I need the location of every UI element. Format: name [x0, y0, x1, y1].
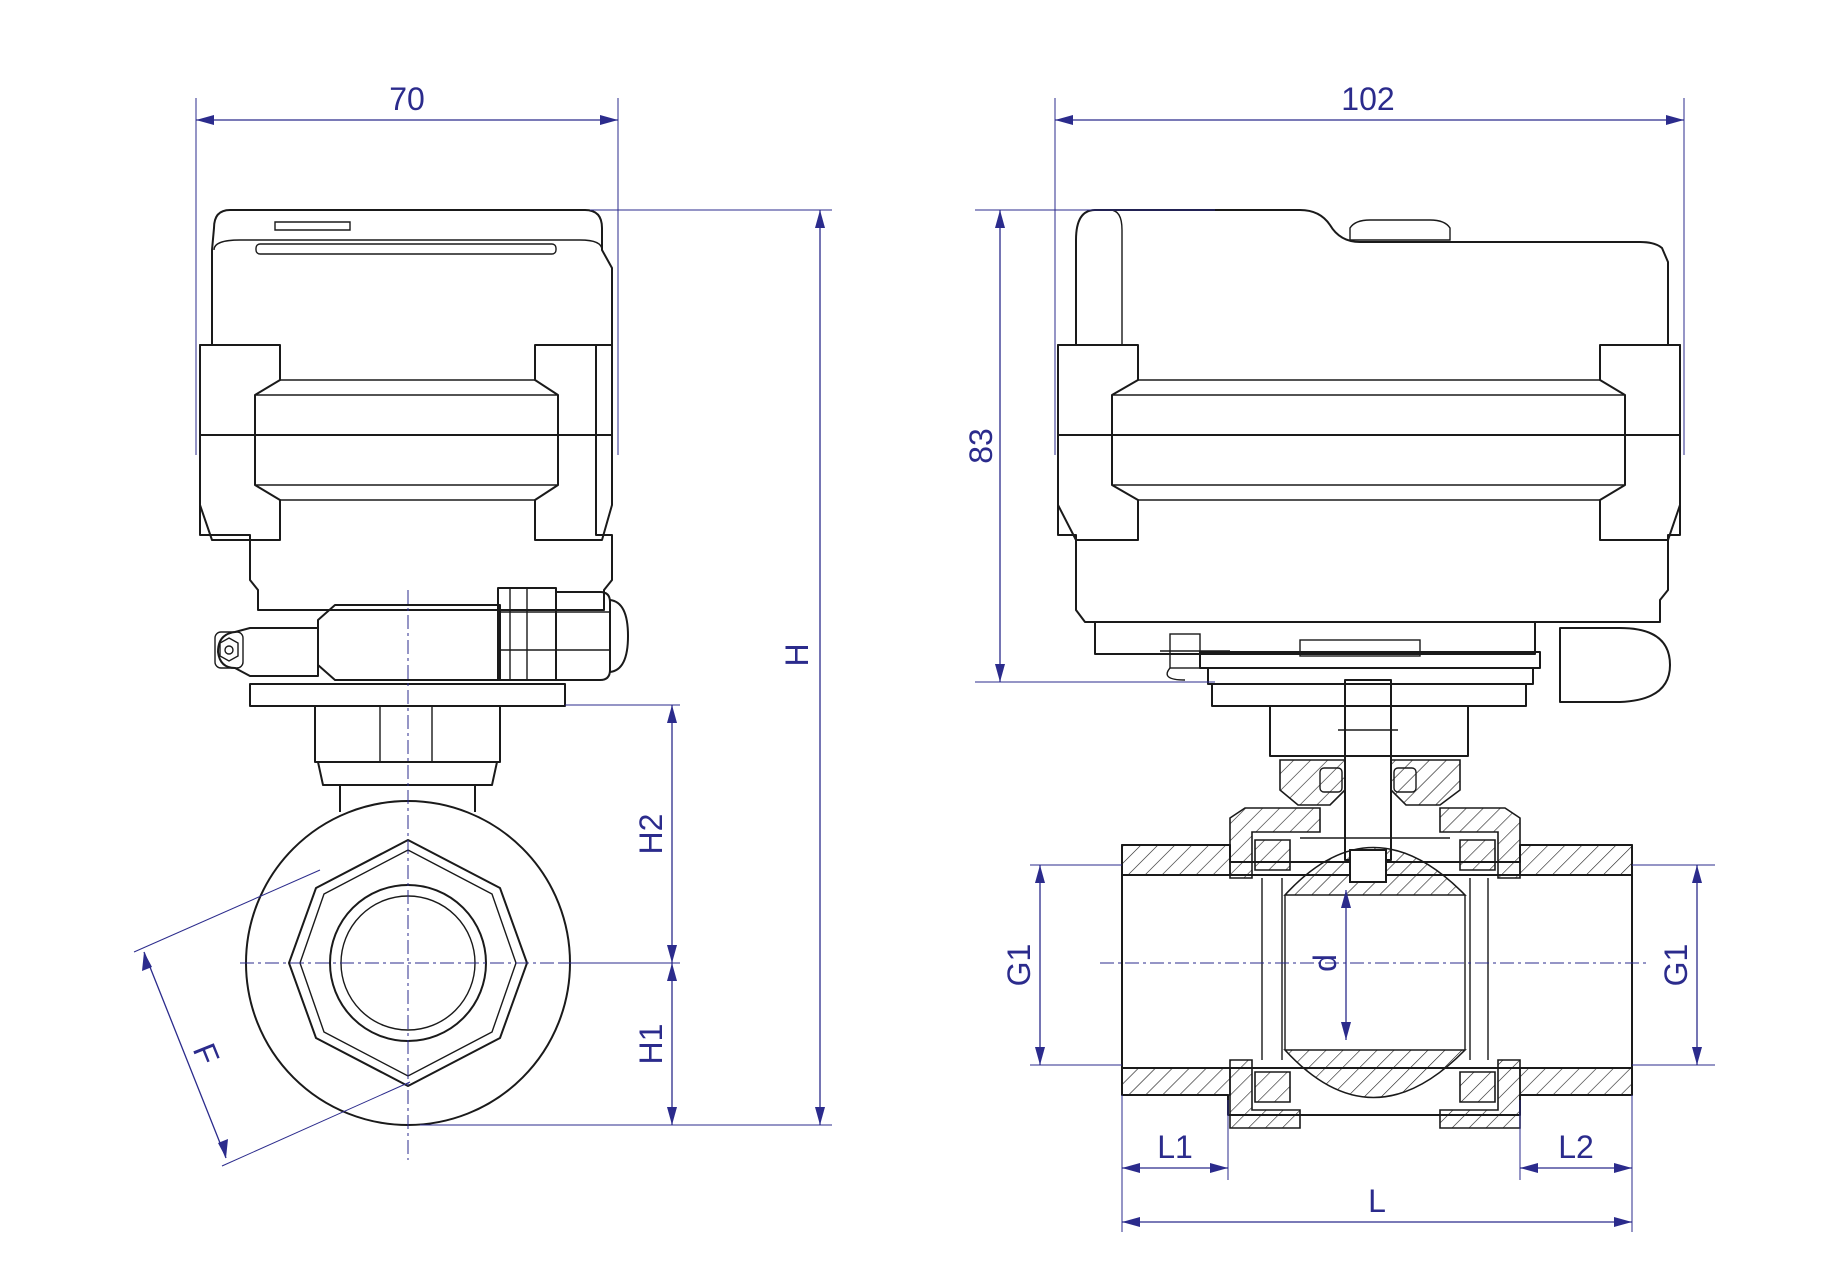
dim-bore-label: d	[1307, 954, 1343, 972]
side-manual-override	[214, 627, 319, 677]
dim-g1-left-label: G1	[1001, 944, 1037, 987]
dim-g1-left: G1	[1001, 864, 1122, 1066]
dim-front-width: 102	[1054, 81, 1685, 455]
dim-length: L	[1122, 1183, 1632, 1227]
front-actuator-housing	[1057, 209, 1681, 623]
dim-h2: H2	[560, 704, 680, 964]
dim-g1-right: G1	[1632, 864, 1715, 1066]
front-underside-parts	[1094, 621, 1671, 703]
side-cable-gland	[317, 587, 629, 681]
dimensions: 70 102 H H2	[133, 81, 1715, 1232]
dim-h2-label: H2	[633, 814, 669, 855]
dim-front-width-label: 102	[1341, 81, 1394, 117]
dim-l1: L1	[1121, 1095, 1229, 1232]
front-flange-plate	[1211, 683, 1527, 707]
dim-h1: H1	[633, 963, 677, 1125]
dim-l2-label: L2	[1558, 1129, 1594, 1165]
dim-side-width-label: 70	[389, 81, 425, 117]
dim-length-label: L	[1368, 1183, 1386, 1219]
side-view	[199, 209, 629, 1160]
dim-g1-right-label: G1	[1658, 944, 1694, 987]
dim-l2: L2	[1519, 1095, 1633, 1232]
side-neck	[314, 705, 501, 812]
dim-hex-flat-label: F	[186, 1038, 227, 1070]
side-actuator-housing	[199, 209, 613, 611]
dim-total-height: H	[420, 209, 832, 1126]
dim-bore: d	[1307, 890, 1351, 1040]
dim-actuator-height: 83	[963, 209, 1215, 683]
dim-actuator-height-label: 83	[963, 428, 999, 464]
front-stem-neck	[1269, 679, 1469, 861]
dim-h1-label: H1	[633, 1024, 669, 1065]
dim-l1-label: L1	[1157, 1129, 1193, 1165]
dim-side-width: 70	[195, 81, 619, 455]
dim-total-height-label: H	[779, 643, 815, 666]
front-valve-body	[1121, 807, 1633, 1129]
front-view	[1057, 209, 1681, 1129]
